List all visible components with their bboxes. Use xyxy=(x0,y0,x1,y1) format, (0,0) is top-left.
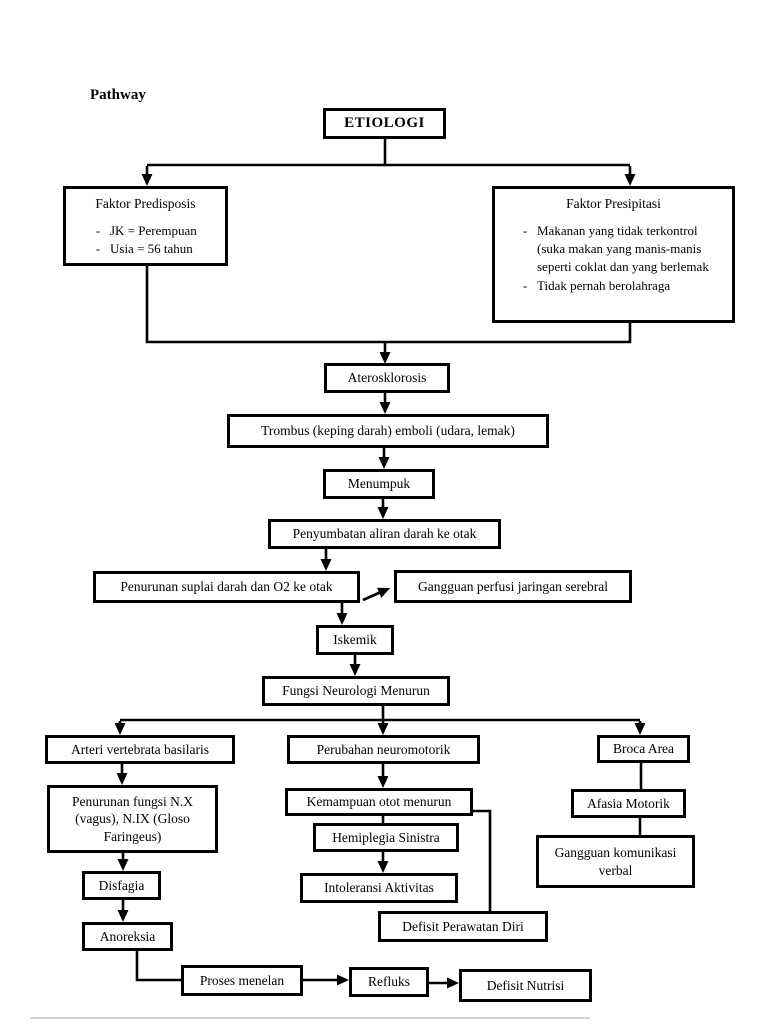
node-faktor-predisposis: Faktor Predisposis - JK = Perempuan - Us… xyxy=(63,186,228,266)
node-label: ETIOLOGI xyxy=(344,114,425,131)
list-item: - Makanan yang tidak terkontrol (suka ma… xyxy=(513,222,724,277)
node-label: Perubahan neuromotorik xyxy=(316,741,451,757)
node-anoreksia: Anoreksia xyxy=(82,922,173,951)
list-item-text: Tidak pernah berolahraga xyxy=(537,277,671,293)
node-label: Refluks xyxy=(368,974,410,990)
node-label: Intoleransi Aktivitas xyxy=(324,880,434,896)
node-label: Proses menelan xyxy=(199,972,285,988)
list-item: - Tidak pernah berolahraga xyxy=(513,277,724,295)
node-label: Arteri vertebrata basilaris xyxy=(71,741,209,757)
node-aterosklorosis: Aterosklorosis xyxy=(324,363,450,393)
node-label: Hemiplegia Sinistra xyxy=(332,829,440,845)
node-label: Penyumbatan aliran darah ke otak xyxy=(292,526,477,542)
bullet-list: - JK = Perempuan - Usia = 56 tahun xyxy=(72,222,219,259)
node-iskemik: Iskemik xyxy=(316,625,394,655)
node-label: Penurunan fungsi N.X (vagus), N.IX (Glos… xyxy=(71,793,194,844)
node-label: Fungsi Neurologi Menurun xyxy=(282,683,430,699)
node-broca-area: Broca Area xyxy=(597,735,690,763)
node-penurunan-fungsi-nx-nix: Penurunan fungsi N.X (vagus), N.IX (Glos… xyxy=(47,785,218,853)
node-afasia-motorik: Afasia Motorik xyxy=(571,789,686,818)
node-label: Iskemik xyxy=(333,632,377,648)
node-faktor-presipitasi: Faktor Presipitasi - Makanan yang tidak … xyxy=(492,186,735,323)
node-defisit-nutrisi: Defisit Nutrisi xyxy=(459,969,592,1002)
node-label: Gangguan komunikasi verbal xyxy=(554,844,677,878)
page-edge-shadow xyxy=(30,1017,590,1019)
node-hemiplegia-sinistra: Hemiplegia Sinistra xyxy=(313,823,459,852)
list-item-text: Usia = 56 tahun xyxy=(110,241,193,256)
node-fungsi-neurologi-menurun: Fungsi Neurologi Menurun xyxy=(262,676,450,706)
node-proses-menelan: Proses menelan xyxy=(181,965,303,996)
node-penurunan-suplai-darah: Penurunan suplai darah dan O2 ke otak xyxy=(93,571,360,603)
node-label: Disfagia xyxy=(98,877,145,893)
node-gangguan-komunikasi-verbal: Gangguan komunikasi verbal xyxy=(536,835,695,888)
node-defisit-perawatan-diri: Defisit Perawatan Diri xyxy=(378,911,548,942)
node-title: Faktor Predisposis xyxy=(95,196,196,211)
node-label: Defisit Perawatan Diri xyxy=(402,918,524,934)
node-gangguan-perfusi-serebral: Gangguan perfusi jaringan serebral xyxy=(394,570,632,603)
node-intoleransi-aktivitas: Intoleransi Aktivitas xyxy=(300,873,458,903)
bullet-dash: - xyxy=(95,241,101,256)
node-label: Broca Area xyxy=(612,741,675,757)
list-item: - JK = Perempuan xyxy=(86,222,219,240)
node-trombus: Trombus (keping darah) emboli (udara, le… xyxy=(227,414,549,448)
node-penyumbatan-aliran-darah: Penyumbatan aliran darah ke otak xyxy=(268,519,501,549)
node-refluks: Refluks xyxy=(349,967,429,997)
list-item-text: JK = Perempuan xyxy=(110,222,197,238)
bullet-list: - Makanan yang tidak terkontrol (suka ma… xyxy=(501,222,726,296)
bullet-dash: - xyxy=(522,277,528,293)
bullet-dash: - xyxy=(95,222,101,238)
node-label: Defisit Nutrisi xyxy=(486,977,565,993)
bullet-dash: - xyxy=(522,222,528,238)
node-menumpuk: Menumpuk xyxy=(323,469,435,499)
node-label: Penurunan suplai darah dan O2 ke otak xyxy=(120,579,333,595)
node-label: Menumpuk xyxy=(347,476,411,492)
list-item: - Usia = 56 tahun xyxy=(86,240,219,258)
page-title: Pathway xyxy=(90,87,146,103)
node-label: Kemampuan otot menurun xyxy=(306,794,452,810)
node-perubahan-neuromotorik: Perubahan neuromotorik xyxy=(287,735,480,764)
node-title: Faktor Presipitasi xyxy=(566,196,661,211)
node-arteri-vertebrata-basilaris: Arteri vertebrata basilaris xyxy=(45,735,235,764)
node-disfagia: Disfagia xyxy=(82,871,161,900)
node-label: Afasia Motorik xyxy=(587,795,670,811)
node-label: Anoreksia xyxy=(99,928,156,944)
node-kemampuan-otot-menurun: Kemampuan otot menurun xyxy=(285,788,473,816)
node-label: Trombus (keping darah) emboli (udara, le… xyxy=(261,423,515,439)
node-label: Aterosklorosis xyxy=(347,370,427,386)
node-label: Gangguan perfusi jaringan serebral xyxy=(417,578,609,594)
list-item-text: Makanan yang tidak terkontrol (suka maka… xyxy=(537,222,709,275)
node-etiologi: ETIOLOGI xyxy=(323,108,446,139)
